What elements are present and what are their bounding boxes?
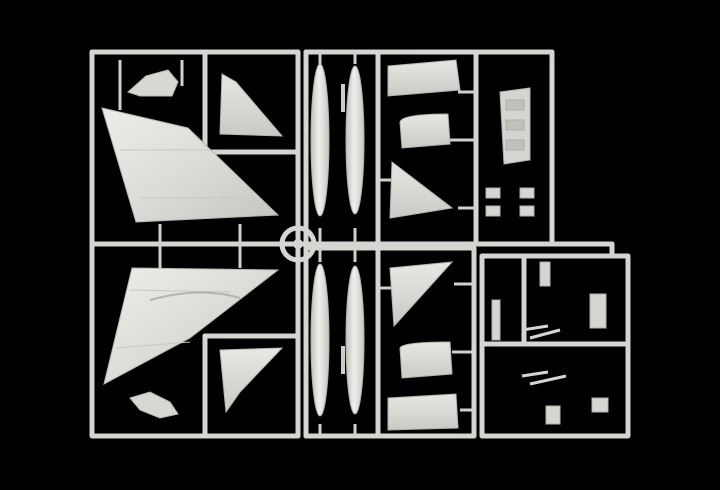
cockpit-tub-part	[499, 87, 531, 165]
lower-wing-part	[103, 267, 280, 385]
small-detail-parts-left	[127, 69, 179, 419]
tank-fin-details	[341, 84, 345, 374]
small-sprue-parts	[491, 261, 609, 425]
drop-tank-parts	[310, 63, 365, 417]
upper-wing-part	[101, 107, 280, 223]
small-detail-parts-right	[485, 187, 535, 217]
sprue-hub	[279, 225, 317, 263]
tail-fin-parts	[219, 73, 454, 414]
fuselage-panel-parts	[387, 59, 461, 431]
